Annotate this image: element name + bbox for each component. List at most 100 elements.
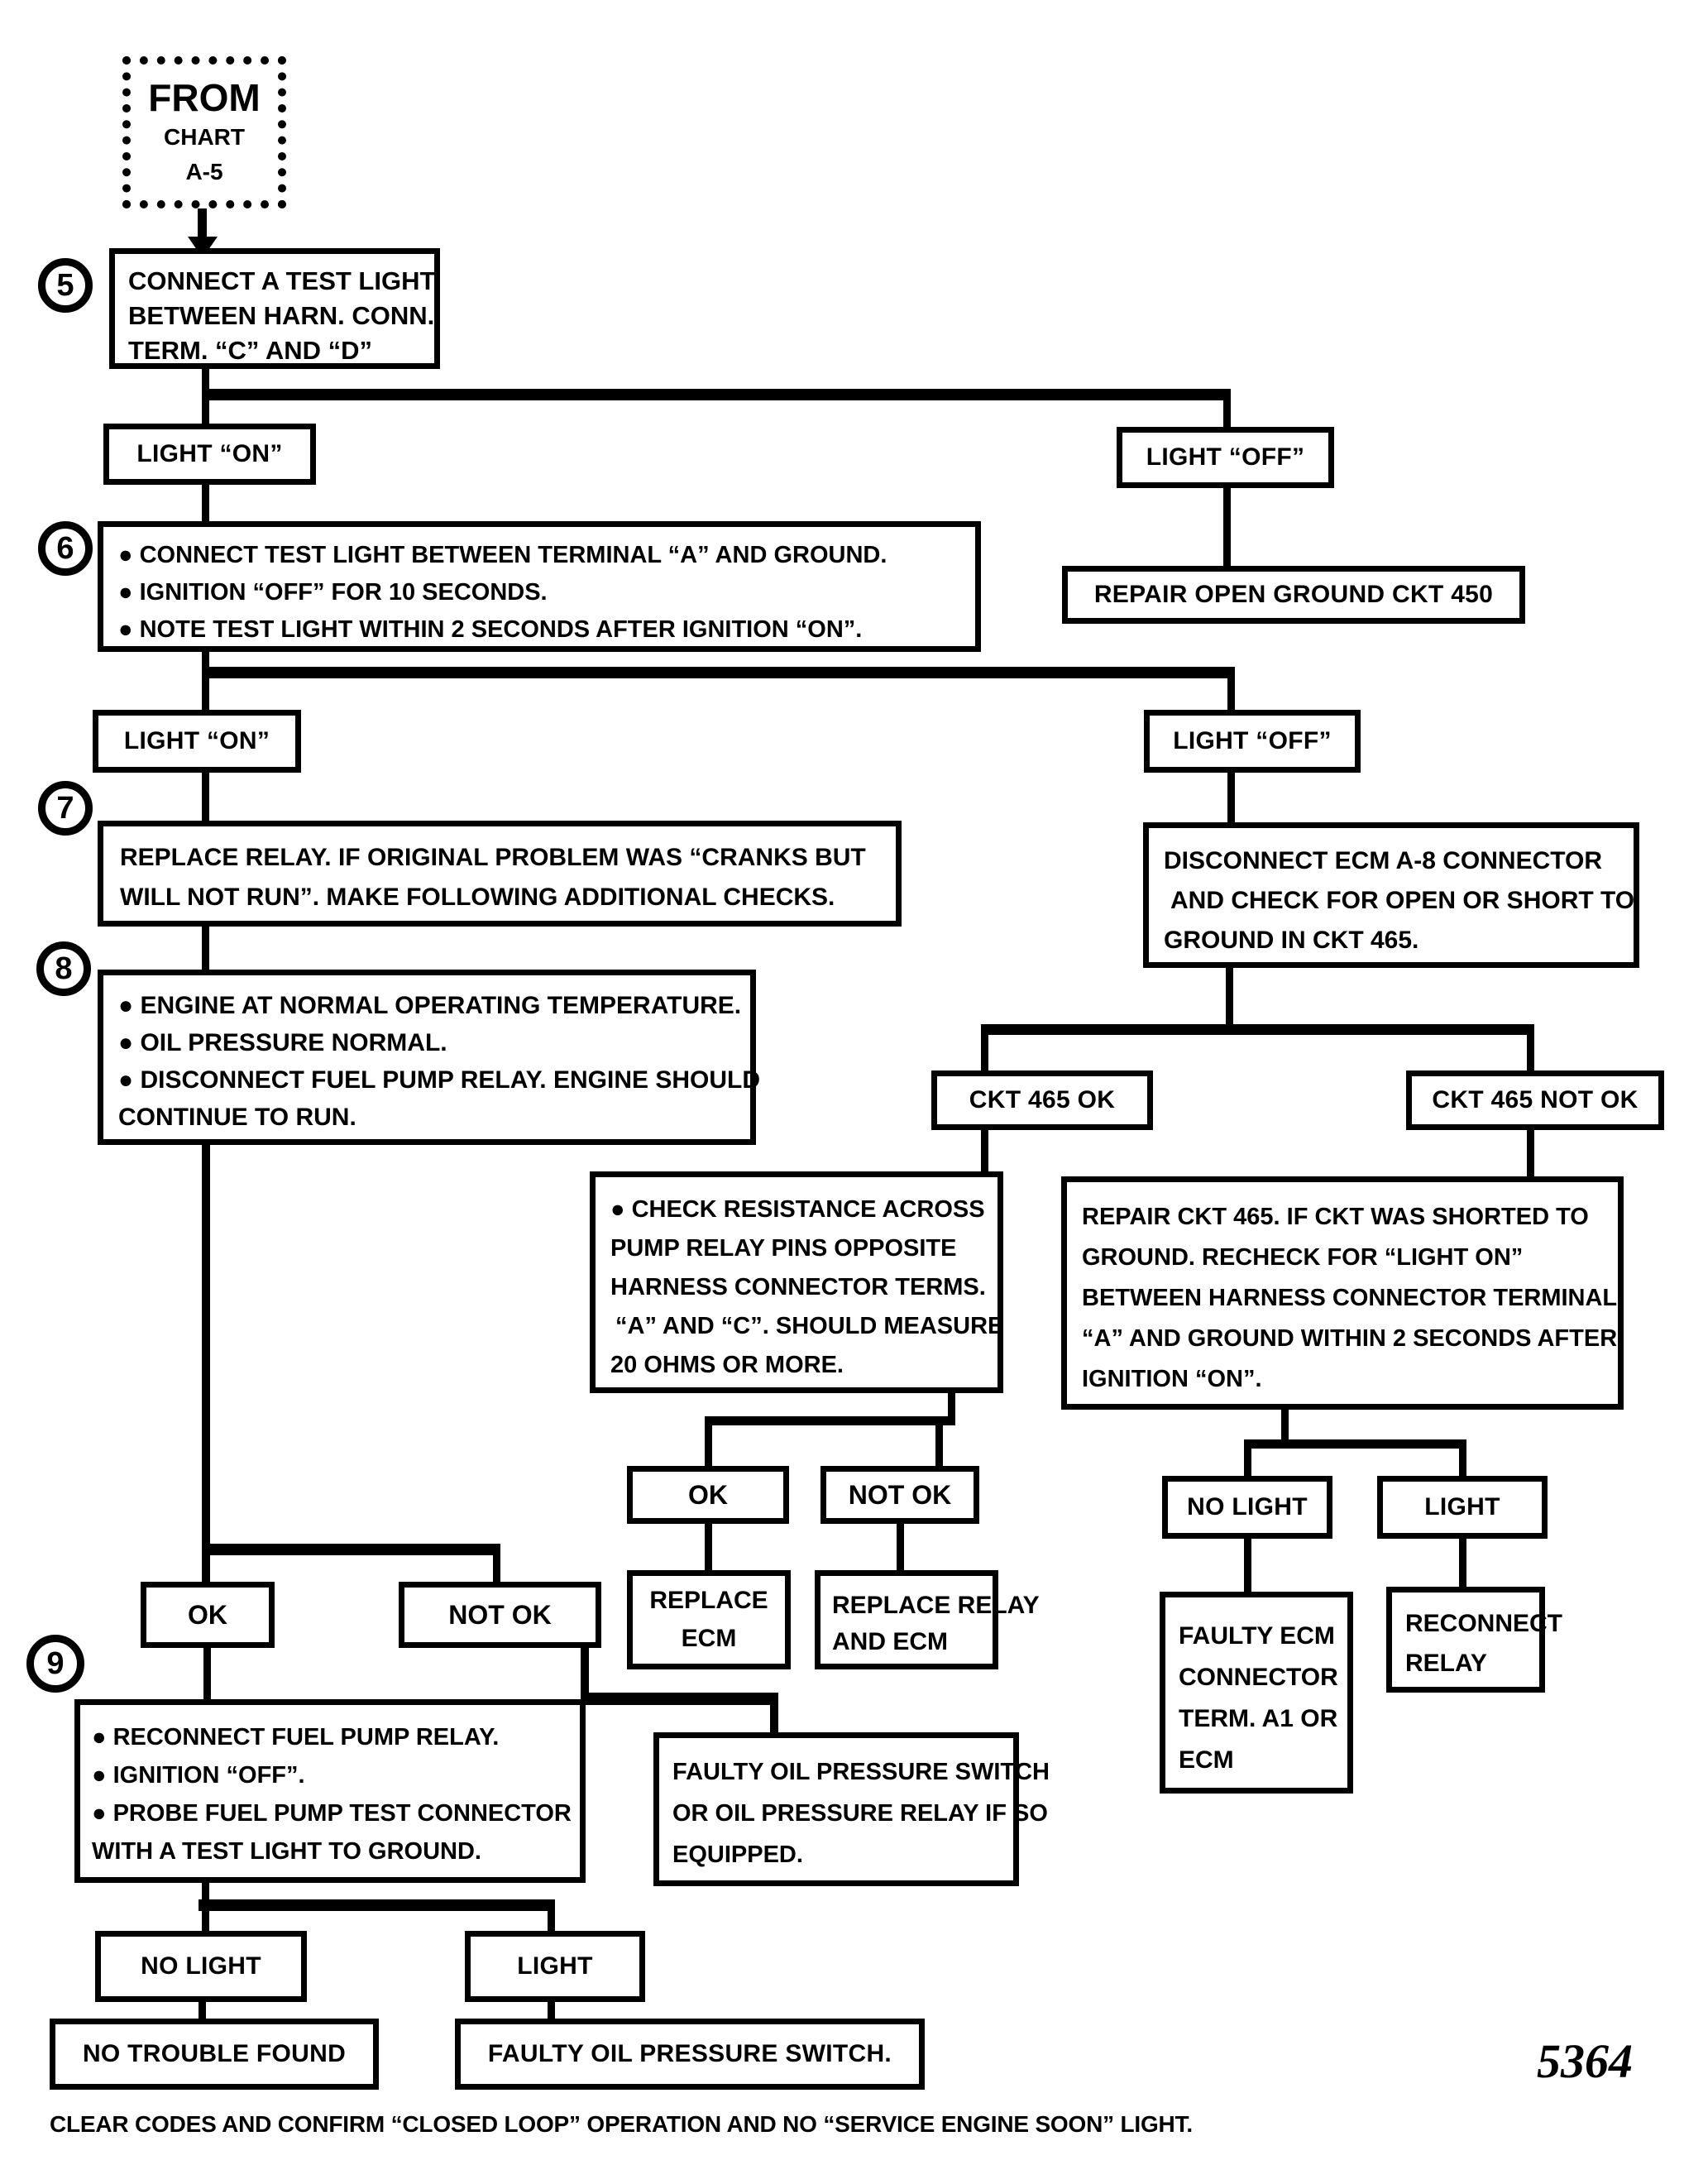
step9-line: ● IGNITION “OFF”.: [92, 1762, 305, 1789]
disconnect-ecm-line: GROUND IN CKT 465.: [1164, 927, 1419, 954]
faulty-oil-relay-line: FAULTY OIL PRESSURE SWITCH: [672, 1759, 1050, 1785]
replace-relay-ecm-line: AND ECM: [832, 1628, 948, 1655]
connector: [202, 650, 209, 710]
step-number: 9: [46, 1645, 65, 1681]
faulty-oil-relay-line: OR OIL PRESSURE RELAY IF SO: [672, 1800, 1048, 1827]
node-light-off-2: LIGHT “OFF”: [1144, 710, 1361, 773]
node-light-right: LIGHT: [1377, 1476, 1548, 1539]
connector: [1226, 966, 1233, 1034]
node-not-ok-left: NOT OK: [399, 1582, 601, 1648]
not-ok-label: NOT OK: [848, 1479, 952, 1510]
no-trouble-label: NO TROUBLE FOUND: [82, 2040, 347, 2067]
repair-ckt465-line: GROUND. RECHECK FOR “LIGHT ON”: [1082, 1244, 1524, 1271]
ok-label: OK: [688, 1479, 728, 1510]
connector: [202, 1143, 210, 1582]
connector: [1244, 1537, 1251, 1592]
step6-line: ● NOTE TEST LIGHT WITHIN 2 SECONDS AFTER…: [118, 616, 863, 643]
from-chart-line: FROM: [148, 76, 261, 119]
repair-ckt465-line: REPAIR CKT 465. IF CKT WAS SHORTED TO: [1082, 1204, 1589, 1230]
node-step8: ● ENGINE AT NORMAL OPERATING TEMPERATURE…: [98, 970, 760, 1145]
from-chart-line: CHART: [164, 124, 245, 150]
connector: [705, 1522, 712, 1570]
repair-ckt465-line: BETWEEN HARNESS CONNECTOR TERMINAL: [1082, 1285, 1618, 1311]
node-ckt465-not-ok: CKT 465 NOT OK: [1406, 1070, 1664, 1130]
connector: [1223, 392, 1231, 429]
light-off-label: LIGHT “OFF”: [1146, 443, 1305, 471]
connector: [548, 1899, 555, 1931]
node-light-on-2: LIGHT “ON”: [93, 710, 301, 773]
ok-label: OK: [188, 1599, 227, 1630]
step-number: 7: [56, 790, 74, 826]
connector: [1459, 1439, 1466, 1476]
faulty-oil-switch-label: FAULTY OIL PRESSURE SWITCH.: [487, 2040, 892, 2067]
connector: [581, 1693, 778, 1705]
light-on-label: LIGHT “ON”: [123, 727, 270, 754]
step9-line: ● PROBE FUEL PUMP TEST CONNECTOR: [92, 1800, 572, 1827]
node-step5: CONNECT A TEST LIGHT BETWEEN HARN. CONN.…: [109, 248, 440, 369]
connector: [203, 1646, 211, 1699]
step9-line: ● RECONNECT FUEL PUMP RELAY.: [92, 1724, 500, 1751]
step-number: 6: [56, 530, 74, 566]
footer-note: CLEAR CODES AND CONFIRM “CLOSED LOOP” OP…: [50, 2111, 1193, 2137]
connector: [202, 667, 1235, 678]
connector: [1227, 672, 1235, 710]
connector: [202, 483, 209, 523]
connector: [1244, 1439, 1251, 1476]
connector: [1281, 1408, 1289, 1448]
light-on-label: LIGHT “ON”: [136, 440, 283, 467]
connector: [981, 1024, 1534, 1035]
step-circle-9: 9: [26, 1635, 84, 1693]
connector: [1227, 771, 1235, 822]
step6-line: ● IGNITION “OFF” FOR 10 SECONDS.: [118, 579, 548, 606]
connector: [1244, 1439, 1466, 1449]
check-resistance-line: HARNESS CONNECTOR TERMS.: [610, 1274, 986, 1300]
step5-line: CONNECT A TEST LIGHT: [128, 266, 436, 295]
node-light-on-1: LIGHT “ON”: [103, 424, 316, 485]
step5-line: TERM. “C” AND “D”: [128, 336, 373, 365]
light-off-label: LIGHT “OFF”: [1173, 727, 1332, 754]
faulty-ecm-line: CONNECTOR: [1179, 1664, 1338, 1691]
step-circle-7: 7: [38, 781, 93, 836]
connector: [981, 1024, 988, 1070]
step7-line: REPLACE RELAY. IF ORIGINAL PROBLEM WAS “…: [120, 844, 866, 871]
connector: [202, 389, 1231, 400]
node-ckt465-ok: CKT 465 OK: [931, 1070, 1153, 1130]
connector: [199, 2000, 206, 2020]
connector: [1527, 1128, 1534, 1178]
step9-line: WITH A TEST LIGHT TO GROUND.: [92, 1838, 481, 1865]
light-label: LIGHT: [517, 1952, 593, 1980]
node-replace-relay-ecm: REPLACE RELAY AND ECM: [815, 1570, 1040, 1669]
connector: [1223, 486, 1231, 568]
connector: [202, 1544, 500, 1555]
connector: [981, 1128, 988, 1173]
check-resistance-line: 20 OHMS OR MORE.: [610, 1352, 844, 1378]
disconnect-ecm-line: DISCONNECT ECM A-8 CONNECTOR: [1164, 847, 1603, 874]
faulty-ecm-line: TERM. A1 OR: [1179, 1705, 1338, 1732]
repair-ckt465-line: “A” AND GROUND WITHIN 2 SECONDS AFTER: [1082, 1325, 1618, 1352]
step8-line: ● OIL PRESSURE NORMAL.: [118, 1029, 447, 1056]
replace-ecm-line: REPLACE: [649, 1587, 768, 1614]
node-repair-open-ground: REPAIR OPEN GROUND CKT 450: [1062, 566, 1525, 624]
node-light-bottom: LIGHT: [465, 1931, 645, 2002]
step6-line: ● CONNECT TEST LIGHT BETWEEN TERMINAL “A…: [118, 542, 887, 568]
node-no-trouble-found: NO TROUBLE FOUND: [50, 2019, 379, 2090]
node-light-off-1: LIGHT “OFF”: [1117, 427, 1334, 488]
faulty-ecm-line: FAULTY ECM: [1179, 1622, 1335, 1650]
connector: [705, 1416, 712, 1466]
node-step7: REPLACE RELAY. IF ORIGINAL PROBLEM WAS “…: [98, 821, 902, 927]
node-replace-ecm: REPLACE ECM: [627, 1570, 791, 1669]
repair-ckt465-line: IGNITION “ON”.: [1082, 1366, 1262, 1392]
step-number: 5: [56, 267, 74, 303]
reconnect-relay-line: RELAY: [1405, 1650, 1487, 1677]
step-number: 8: [55, 951, 73, 986]
light-label: LIGHT: [1424, 1493, 1500, 1521]
connector: [198, 208, 207, 240]
node-no-light-bottom: NO LIGHT: [95, 1931, 307, 2002]
check-resistance-line: ● CHECK RESISTANCE ACROSS: [610, 1196, 985, 1223]
node-repair-ckt465: REPAIR CKT 465. IF CKT WAS SHORTED TO GR…: [1061, 1176, 1624, 1410]
connector: [202, 771, 209, 821]
connector: [581, 1646, 589, 1704]
node-disconnect-ecm: DISCONNECT ECM A-8 CONNECTOR AND CHECK F…: [1143, 822, 1639, 968]
connector: [202, 925, 209, 971]
node-reconnect-relay: RECONNECT RELAY: [1386, 1587, 1562, 1693]
